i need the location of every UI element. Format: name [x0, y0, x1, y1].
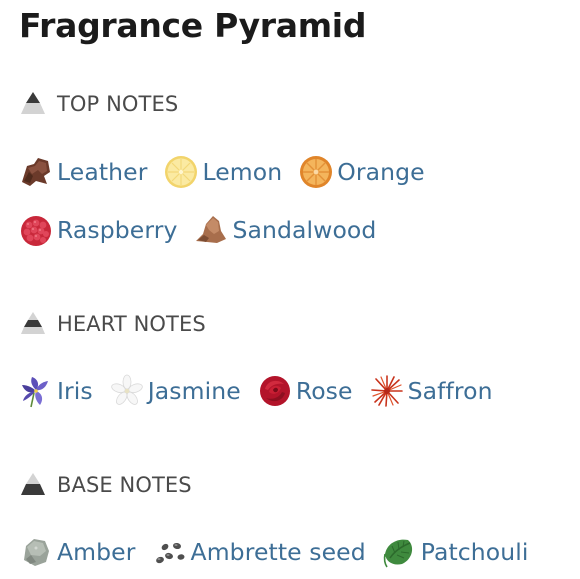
note-label-jasmine: Jasmine [147, 377, 241, 405]
note-row-base: Amber Ambrette seed Patchouli [18, 532, 545, 572]
note-label-ambrette-seed: Ambrette seed [190, 538, 366, 566]
note-label-saffron: Saffron [407, 377, 493, 405]
note-saffron[interactable]: Saffron [369, 373, 493, 409]
note-label-patchouli: Patchouli [420, 538, 529, 566]
pyramid-base-icon [21, 473, 45, 495]
note-label-orange: Orange [337, 158, 425, 186]
note-label-rose: Rose [295, 377, 353, 405]
pyramid-middle-icon [21, 312, 45, 334]
section-header-heart-notes: HEART NOTES [19, 309, 206, 339]
raspberry-icon [21, 216, 51, 246]
iris-icon [22, 377, 48, 408]
patchouli-icon [383, 539, 412, 568]
jasmine-icon [111, 374, 143, 405]
note-label-lemon: Lemon [202, 158, 283, 186]
lemon-icon [165, 156, 198, 188]
section-label-base-notes: BASE NOTES [57, 473, 192, 497]
page-title: Fragrance Pyramid [19, 6, 367, 45]
note-amber[interactable]: Amber [18, 534, 136, 570]
note-label-sandalwood: Sandalwood [232, 216, 377, 244]
note-orange[interactable]: Orange [298, 154, 425, 190]
saffron-icon [370, 375, 403, 407]
note-iris[interactable]: Iris [18, 373, 93, 409]
orange-icon [300, 156, 333, 188]
note-label-iris: Iris [57, 377, 93, 405]
section-header-base-notes: BASE NOTES [19, 470, 192, 500]
sandalwood-icon [196, 216, 227, 243]
rose-icon [259, 376, 290, 406]
note-jasmine[interactable]: Jasmine [109, 373, 241, 409]
note-row-top-2: Raspberry Sandalwood [18, 210, 392, 250]
section-header-top-notes: TOP NOTES [19, 89, 178, 119]
leather-icon [22, 158, 50, 186]
note-label-raspberry: Raspberry [57, 216, 178, 244]
note-ambrette-seed[interactable]: Ambrette seed [152, 534, 366, 570]
ambrette-seed-icon [155, 542, 184, 564]
note-label-amber: Amber [57, 538, 136, 566]
note-row-heart: Iris Jasmine Rose [18, 371, 509, 411]
note-sandalwood[interactable]: Sandalwood [193, 212, 376, 248]
note-raspberry[interactable]: Raspberry [18, 212, 177, 248]
note-label-leather: Leather [57, 158, 148, 186]
note-leather[interactable]: Leather [18, 154, 147, 190]
section-label-top-notes: TOP NOTES [57, 92, 179, 116]
pyramid-top-icon [21, 92, 45, 114]
note-lemon[interactable]: Lemon [163, 154, 282, 190]
note-row-top-1: Leather Lemon Oran [18, 152, 441, 192]
section-label-heart-notes: HEART NOTES [57, 312, 206, 336]
note-patchouli[interactable]: Patchouli [382, 534, 529, 570]
note-rose[interactable]: Rose [257, 373, 353, 409]
amber-icon [24, 539, 49, 566]
